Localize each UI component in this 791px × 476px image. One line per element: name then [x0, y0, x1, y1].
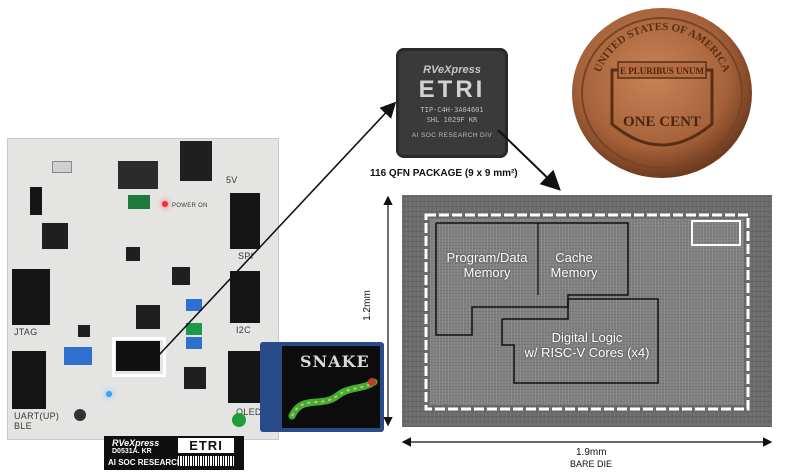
package-etri-logo: ETRI — [418, 76, 486, 103]
reset-button — [74, 409, 86, 421]
risc-v-chip — [116, 341, 160, 371]
chip-highlight-box — [112, 337, 166, 377]
inductor — [172, 267, 190, 285]
silk-uart-ble: UART(UP) BLE — [14, 411, 60, 431]
qfn-package-chip: RVeXpress ETRI TIP-C4H-3A04601 SHL 1029F… — [396, 48, 508, 158]
arrow-board-to-package — [157, 101, 397, 357]
die-pad-ring — [424, 213, 750, 411]
die-width-label: 1.9mm — [576, 447, 607, 458]
green-module — [128, 195, 150, 209]
green-jumper — [186, 323, 202, 335]
package-line2: SHL 1029F KR — [426, 116, 478, 124]
plate-code: D0531A. KR — [112, 448, 152, 455]
oled-screen: SNAKE — [282, 346, 380, 428]
dc-power-jack — [180, 141, 212, 181]
blue-jumper-3 — [64, 347, 92, 365]
package-brand: RVeXpress — [423, 64, 481, 76]
green-cap — [232, 413, 246, 427]
power-switch — [118, 161, 158, 189]
regulator — [126, 247, 140, 261]
die-caption: BARE DIE — [570, 459, 613, 469]
silk-power-on: POWER ON — [172, 203, 208, 209]
plate-brand: RVeXpress — [112, 438, 160, 448]
silk-5v: 5V — [226, 175, 238, 185]
plate-etri-logo: ETRI — [178, 438, 234, 453]
bare-die-photo: Program/Data Memory Cache Memory Digital… — [402, 195, 772, 427]
uart-header — [12, 351, 46, 409]
coin-motto: E PLURIBUS UNUM — [620, 66, 705, 76]
secondary-chip — [184, 367, 206, 389]
jtag-header — [12, 269, 50, 325]
board-label-plate: RVeXpress D0531A. KR AI SOC RESEARCH DIV… — [104, 436, 244, 470]
snake-title: SNAKE — [300, 352, 370, 371]
label-program-data-memory: Program/Data Memory — [446, 250, 528, 280]
package-line3: AI SOC RESEARCH DIV — [411, 132, 493, 139]
main-chip — [42, 223, 68, 249]
plate-barcode — [178, 456, 234, 466]
silk-oled: OLED — [236, 407, 262, 417]
blue-jumper — [186, 299, 202, 311]
small-ic — [78, 325, 90, 337]
oled-header — [228, 351, 262, 403]
mcu-chip — [136, 305, 160, 329]
snake-illustration — [288, 378, 378, 420]
fpga-dev-board: POWER ON 5V SPI JTAG I2C UART(UP) BLE OL… — [7, 138, 279, 440]
coin-denomination: ONE CENT — [623, 114, 701, 130]
status-led — [106, 391, 112, 397]
arrow-package-to-die — [497, 129, 561, 191]
left-pin-header-top — [30, 187, 42, 215]
die-core-area — [430, 219, 744, 405]
one-cent-coin: UNITED STATES OF AMERICA E PLURIBUS UNUM… — [572, 8, 752, 178]
label-digital-logic: Digital Logic w/ RISC-V Cores (x4) — [524, 330, 650, 360]
usb-connector — [52, 161, 72, 173]
blue-jumper-2 — [186, 337, 202, 349]
die-height-label: 1.2mm — [361, 290, 373, 321]
spi-header — [230, 193, 260, 249]
silk-spi: SPI — [238, 251, 254, 261]
package-line1: TIP-C4H-3A04601 — [420, 106, 484, 114]
package-caption: 116 QFN PACKAGE (9 x 9 mm²) — [370, 168, 518, 179]
label-cache-memory: Cache Memory — [550, 250, 598, 280]
silk-jtag: JTAG — [14, 327, 38, 337]
oled-module: SNAKE — [260, 342, 384, 432]
plate-division: AI SOC RESEARCH DIVISION — [108, 458, 221, 467]
silk-i2c: I2C — [236, 325, 251, 335]
logic-region-outline — [501, 298, 659, 384]
i2c-header — [230, 271, 260, 323]
power-led — [162, 201, 168, 207]
